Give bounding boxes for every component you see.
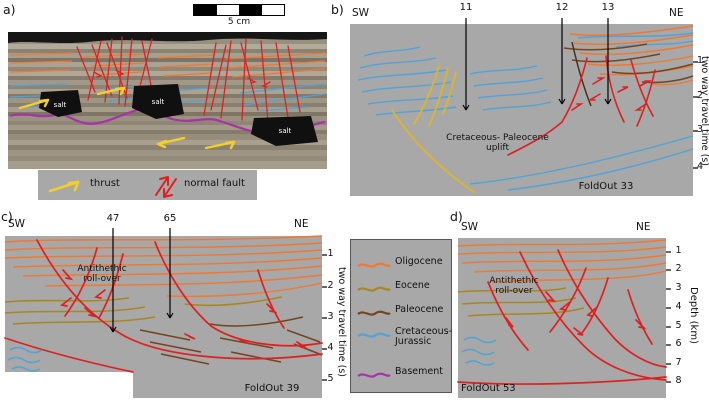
legend-item-cretaceous-jurassic: Cretaceous- Jurassic xyxy=(351,326,452,360)
panel-c-label: c) xyxy=(1,209,13,224)
panel-d-ne: NE xyxy=(636,221,651,233)
scale-bar-segment xyxy=(194,5,217,15)
salt-bodies xyxy=(39,84,318,146)
oligocene-horizons-a xyxy=(9,52,326,78)
panel-d-foldout: FoldOut 53 xyxy=(461,383,516,394)
well-label-13: 13 xyxy=(601,2,615,13)
panel-d-tick-4: 4 xyxy=(675,301,682,312)
panel-d-background xyxy=(458,238,666,398)
legend-label-paleocene: Paleocene xyxy=(395,304,444,315)
panel-d-tick-8: 8 xyxy=(675,375,682,386)
panel-d-tick-1: 1 xyxy=(675,245,682,256)
oligocene-horizons-c xyxy=(4,235,323,298)
salt-label: salt xyxy=(152,98,165,106)
well-label-65: 65 xyxy=(163,213,177,224)
oligocene-swatch xyxy=(357,262,391,268)
panel-c-tick-3: 3 xyxy=(327,311,334,322)
normal-fault-label: normal fault xyxy=(184,178,245,189)
panel-c-tick-2: 2 xyxy=(327,280,334,291)
panel-d-tick-3: 3 xyxy=(675,282,682,293)
panel-c-ne: NE xyxy=(294,218,309,230)
panel-d-tick-5: 5 xyxy=(675,320,682,331)
panel-b-tick-2: 2 xyxy=(696,90,704,101)
well-lines-c xyxy=(109,228,174,333)
panel-d-ticks xyxy=(666,251,671,383)
panel-c-annotation: Antithethic roll-over xyxy=(77,264,127,285)
panel-c-background xyxy=(5,236,322,398)
panel-c-ticks xyxy=(322,254,327,381)
panel-d-axis-label: Depth (km) xyxy=(688,286,699,344)
well-label-12: 12 xyxy=(555,2,569,13)
scale-bar-segment xyxy=(216,5,239,15)
thrust-arrows-a xyxy=(18,86,236,150)
legend-item-oligocene: Oligocene xyxy=(351,256,451,280)
eocene-swatch xyxy=(357,286,391,292)
panel-b-section xyxy=(350,18,698,196)
normal-fault-symbol xyxy=(155,176,177,198)
scale-bar-segment xyxy=(261,5,284,15)
panel-b-sw: SW xyxy=(352,7,370,19)
stratigraphy-legend: Oligocene Eocene Paleocene Cretaceous- J… xyxy=(350,239,452,393)
scale-bar-segment xyxy=(239,5,262,15)
legend-item-eocene: Eocene xyxy=(351,280,451,304)
legend-label-eocene: Eocene xyxy=(395,280,430,291)
thrust-label: thrust xyxy=(90,178,120,189)
panel-b-tick-1: 1 xyxy=(696,55,704,66)
panel-d-annotation: Antithethic roll-over xyxy=(489,276,539,297)
panel-c-foldout: FoldOut 39 xyxy=(244,383,300,394)
eocene-horizons-d xyxy=(457,287,585,317)
panel-b-tick-3: 3 xyxy=(696,124,704,135)
legend-label-oligocene: Oligocene xyxy=(395,256,443,267)
panel-c-axis-label: two way travel time (s) xyxy=(336,267,347,377)
legend-item-basement: Basement xyxy=(351,366,451,390)
panel-b-ne: NE xyxy=(669,7,684,19)
cretaceous-squiggles-c xyxy=(7,346,43,372)
basement-swatch xyxy=(357,372,391,378)
salt-label: salt xyxy=(54,101,67,109)
scale-bar-label: 5 cm xyxy=(227,17,251,27)
panel-d-sw: SW xyxy=(461,221,479,233)
cretaceous-squiggles-d xyxy=(461,336,497,366)
panel-b-foldout: FoldOut 33 xyxy=(578,181,634,192)
panel-d-section xyxy=(457,238,671,398)
salt-label: salt xyxy=(279,127,292,135)
red-faults-b xyxy=(507,55,656,156)
panel-c-tick-5: 5 xyxy=(327,373,334,384)
well-lines-b xyxy=(462,18,612,111)
panel-d-tick-7: 7 xyxy=(675,357,682,368)
oligocene-horizons-d xyxy=(457,239,667,283)
cretaceous-jurassic-swatch xyxy=(357,332,391,338)
panel-c-tick-1: 1 xyxy=(327,248,334,259)
well-label-11: 11 xyxy=(459,2,473,13)
paleocene-swatch xyxy=(357,310,391,316)
well-label-47: 47 xyxy=(106,213,120,224)
yellow-faults-b xyxy=(391,65,475,193)
panel-b-tick-4: 4 xyxy=(696,161,704,172)
panel-a-photo: salt salt salt xyxy=(8,32,327,169)
panel-d-tick-2: 2 xyxy=(675,263,682,274)
scale-bar xyxy=(193,4,285,16)
panel-c-section xyxy=(4,228,327,398)
red-faults-d xyxy=(457,249,667,385)
cretaceous-horizons-b xyxy=(357,32,694,191)
panel-b-ticks xyxy=(693,61,698,169)
panel-d-label: d) xyxy=(450,209,463,224)
legend-item-paleocene: Paleocene xyxy=(351,304,451,328)
panel-c-sw: SW xyxy=(8,218,26,230)
legend-label-cretaceous-jurassic: Cretaceous- Jurassic xyxy=(395,326,452,348)
panel-d-tick-6: 6 xyxy=(675,338,682,349)
panel-a-label: a) xyxy=(3,2,16,17)
legend-label-basement: Basement xyxy=(395,366,443,377)
photo-top-crust xyxy=(8,32,327,43)
panel-b-axis-label: two way travel time (s) xyxy=(699,56,709,166)
thrust-symbol xyxy=(48,180,80,193)
panel-b-annotation: Cretaceous- Paleocene uplift xyxy=(446,133,549,154)
panel-b-label: b) xyxy=(331,2,344,17)
panel-a-legend: thrust normal fault xyxy=(38,170,257,200)
panel-c-tick-4: 4 xyxy=(327,342,334,353)
